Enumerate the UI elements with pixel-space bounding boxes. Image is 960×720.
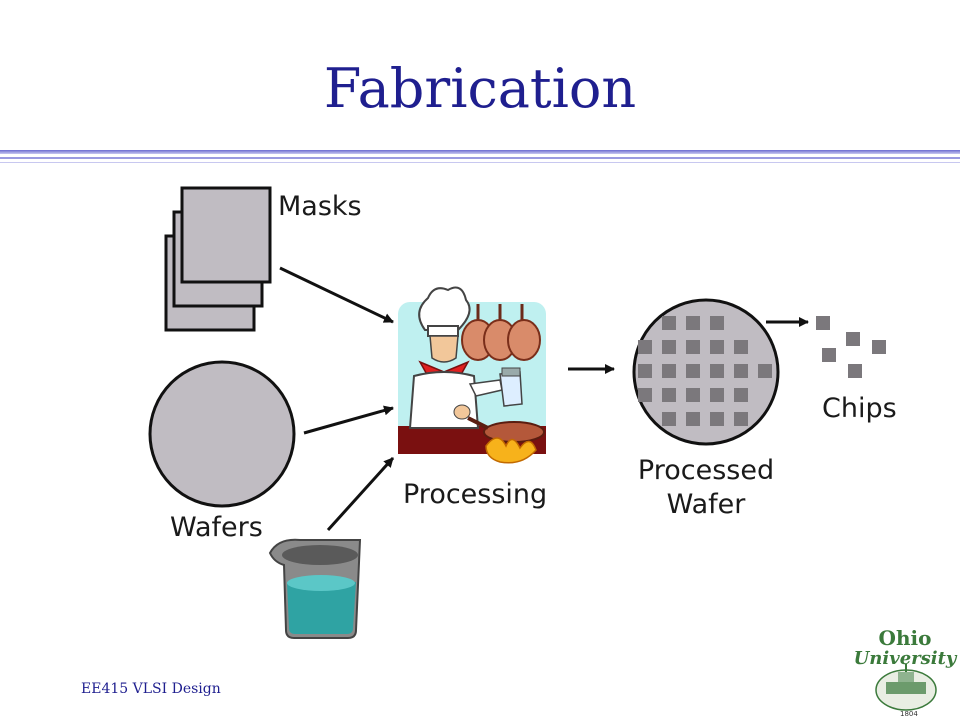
processed-wafer-label-line1: Processed (637, 455, 775, 486)
course-footer: EE415 VLSI Design (81, 681, 221, 697)
logo-line1: Ohio (878, 626, 932, 650)
chips-label: Chips (822, 393, 897, 424)
arrow-wafers-to-processing (303, 405, 394, 435)
chips-icon (816, 316, 886, 378)
wafer-disc-icon (148, 360, 296, 508)
wafers-label: Wafers (170, 512, 263, 543)
title-rule (0, 150, 960, 163)
chef-processing-icon (398, 286, 546, 464)
die-grid (638, 316, 772, 426)
processed-wafer-label: Processed Wafer (626, 454, 786, 522)
masks-label: Masks (278, 191, 362, 222)
logo-line2: University (853, 648, 957, 669)
ohio-university-logo (875, 664, 937, 711)
processed-wafer-label-line2: Wafer (666, 488, 746, 520)
slide-title: Fabrication (323, 57, 637, 120)
logo-year: 1804 (900, 710, 918, 718)
logo-text: Ohio University (850, 628, 960, 668)
processed-wafer-icon (632, 298, 780, 446)
masks-stack-icon (164, 186, 272, 332)
arrow-masks-to-processing (279, 266, 394, 324)
arrow-chemicals-to-processing (326, 456, 395, 532)
processing-label: Processing (403, 479, 548, 510)
beaker-icon (268, 538, 362, 639)
